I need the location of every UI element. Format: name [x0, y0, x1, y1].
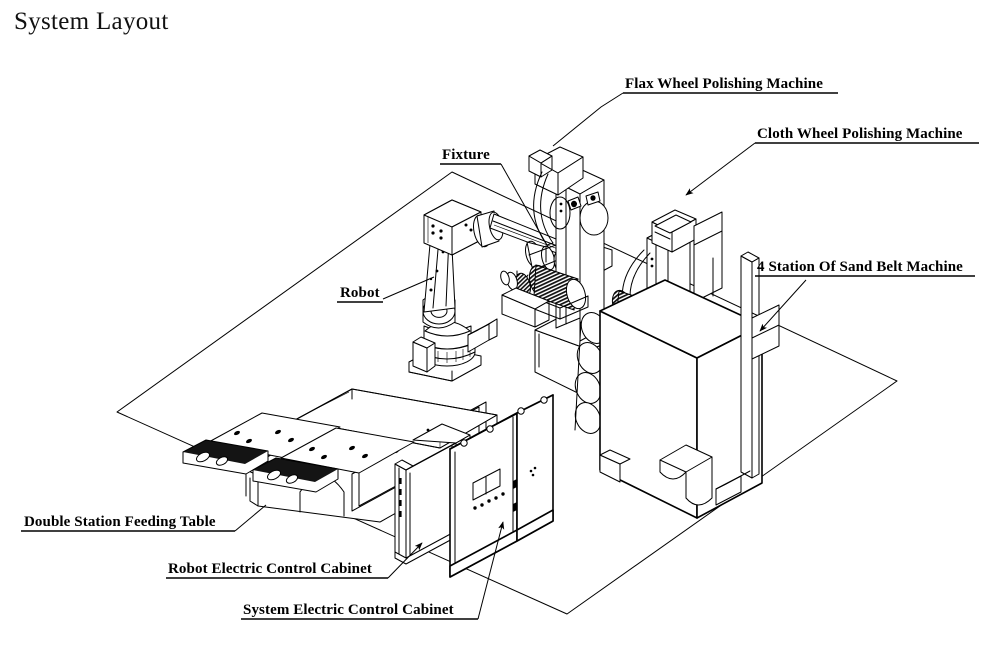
callout-flax-wheel-polishing-machine: Flax Wheel Polishing Machine: [552, 76, 838, 147]
double-station-feeding-table: [182, 388, 511, 523]
callout-label-robot: Robot: [340, 285, 380, 301]
page-title: System Layout: [14, 8, 169, 35]
callout-leader-cloth: [685, 142, 756, 196]
callout-leader-system-cabinet: [477, 521, 505, 620]
callout-robot: Robot: [337, 276, 435, 303]
callout-label-system-cabinet: System Electric Control Cabinet: [243, 602, 454, 618]
callout-robot-electric-control-cabinet: Robot Electric Control Cabinet: [166, 542, 423, 579]
callout-double-station-feeding-table: Double Station Feeding Table: [21, 504, 267, 532]
callout-label-sandbelt: 4 Station Of Sand Belt Machine: [757, 259, 963, 275]
callout-leader-flax: [552, 92, 624, 147]
callout-leader-sandbelt: [759, 279, 807, 332]
callout-label-flax: Flax Wheel Polishing Machine: [625, 76, 823, 92]
callout-leader-robot: [382, 276, 435, 300]
callout-sand-belt-machine: 4 Station Of Sand Belt Machine: [755, 259, 975, 332]
callout-fixture: Fixture: [440, 147, 549, 248]
callout-system-electric-control-cabinet: System Electric Control Cabinet: [241, 521, 505, 620]
sand-belt-machine: [599, 247, 780, 519]
callout-label-feeding-table: Double Station Feeding Table: [24, 514, 216, 530]
callout-label-fixture: Fixture: [442, 147, 490, 163]
robot-arm: [408, 199, 591, 382]
callout-label-robot-cabinet: Robot Electric Control Cabinet: [168, 561, 372, 577]
callout-leader-fixture: [500, 163, 549, 248]
callout-leader-feeding-table: [234, 504, 267, 532]
callout-leader-robot-cabinet: [387, 542, 423, 579]
factory-floor-outline: [116, 171, 898, 615]
callout-label-cloth: Cloth Wheel Polishing Machine: [757, 126, 963, 142]
callout-cloth-wheel-polishing-machine: Cloth Wheel Polishing Machine: [685, 126, 979, 196]
system-electric-control-cabinet: [449, 394, 554, 578]
